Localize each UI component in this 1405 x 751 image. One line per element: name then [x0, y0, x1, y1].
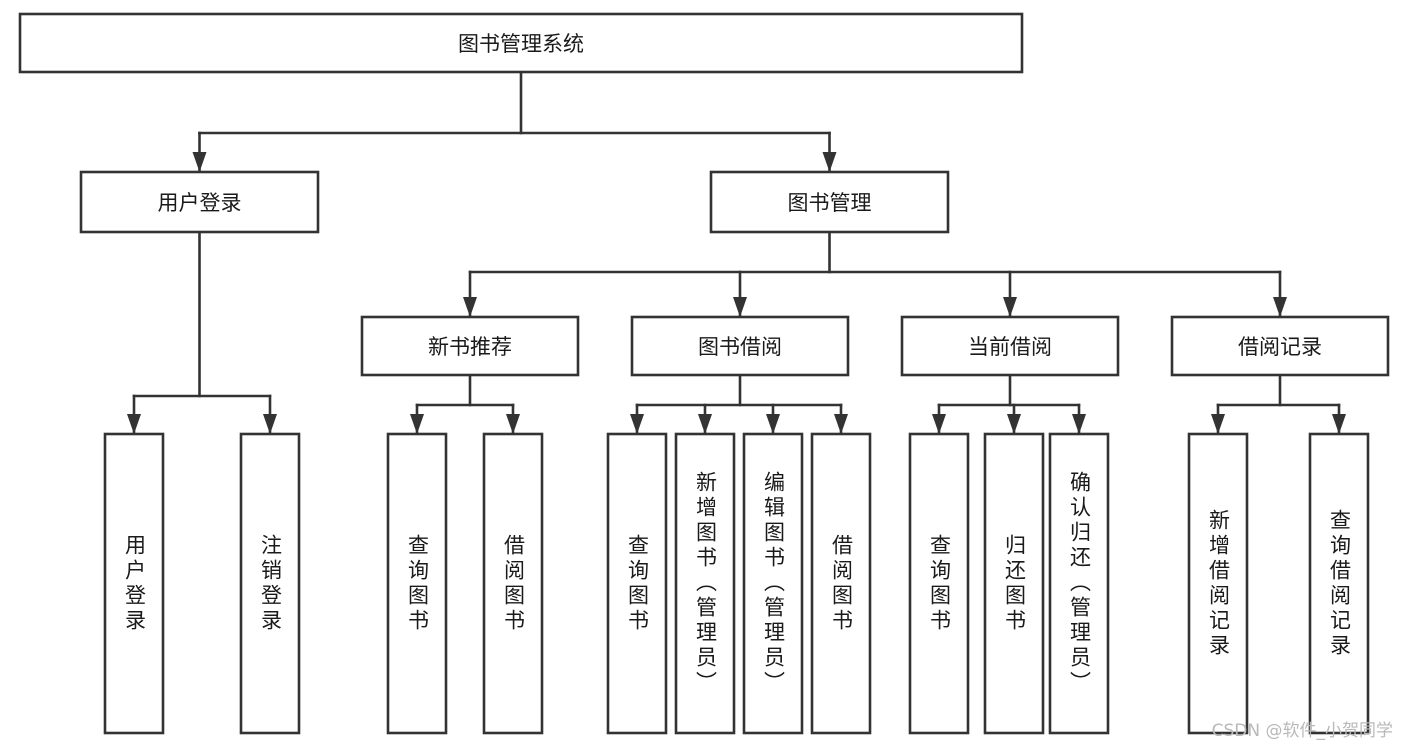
arrow-head-icon: [1332, 414, 1346, 434]
node-box-leaf-edit-book[interactable]: [742, 432, 804, 735]
node-text: 查询图书: [405, 533, 430, 634]
node-box-leaf-add-book[interactable]: [674, 432, 736, 735]
node-text: 确认归还（管理员）: [1067, 471, 1092, 696]
node-text: 查询借阅记录: [1327, 508, 1352, 659]
node-text: 用户登录: [122, 533, 147, 634]
arrow-head-icon: [932, 414, 946, 434]
node-label-book-borrow: 图书借阅: [632, 317, 848, 375]
node-label-leaf-confirm-return: 确认归还（管理员）: [1050, 434, 1108, 733]
boxes-layer: [18, 12, 1390, 735]
node-box-leaf-user-login[interactable]: [103, 432, 165, 735]
node-text: 新增借阅记录: [1206, 508, 1231, 659]
node-box-leaf-return-book[interactable]: [983, 432, 1045, 735]
node-label-leaf-add-book: 新增图书（管理员）: [676, 434, 734, 733]
node-text: 借阅图书: [829, 533, 854, 634]
node-label-leaf-user-logout: 注销登录: [241, 434, 299, 733]
arrow-head-icon: [1273, 297, 1287, 317]
node-text: 新增图书（管理员）: [693, 471, 718, 696]
node-box-current-borrow[interactable]: [900, 315, 1120, 377]
node-box-leaf-borrow-book-1[interactable]: [482, 432, 544, 735]
node-label-new-book-rec: 新书推荐: [362, 317, 578, 375]
node-text: 图书借阅: [698, 335, 782, 359]
arrow-head-icon: [1007, 414, 1021, 434]
node-box-leaf-add-record[interactable]: [1187, 432, 1249, 735]
arrow-head-icon: [263, 414, 277, 434]
connectors-layer: [127, 70, 1346, 435]
arrow-head-icon: [822, 152, 837, 172]
arrow-head-icon: [733, 297, 747, 317]
node-label-leaf-borrow-book-1: 借阅图书: [484, 434, 542, 733]
node-box-leaf-user-logout[interactable]: [239, 432, 301, 735]
arrow-head-icon: [127, 414, 141, 434]
arrow-head-icon: [506, 414, 520, 434]
node-label-leaf-user-login: 用户登录: [105, 434, 163, 733]
node-text: 借阅记录: [1238, 335, 1322, 359]
node-label-leaf-borrow-book-2: 借阅图书: [812, 434, 870, 733]
node-text: 查询图书: [927, 533, 952, 634]
arrow-head-icon: [463, 297, 477, 317]
node-box-new-book-rec[interactable]: [360, 315, 580, 377]
node-box-leaf-query-record[interactable]: [1308, 432, 1370, 735]
arrow-head-icon: [834, 414, 848, 434]
node-box-leaf-query-book-2[interactable]: [606, 432, 668, 735]
node-text: 图书管理系统: [458, 32, 584, 56]
node-text: 借阅图书: [501, 533, 526, 634]
arrow-head-icon: [630, 414, 644, 434]
arrow-head-icon: [1072, 414, 1086, 434]
node-label-leaf-query-record: 查询借阅记录: [1310, 434, 1368, 733]
node-box-book-manage[interactable]: [709, 170, 950, 234]
node-box-root[interactable]: [18, 12, 1024, 74]
arrow-head-icon: [1211, 414, 1225, 434]
node-box-borrow-record[interactable]: [1170, 315, 1390, 377]
node-label-leaf-query-book-1: 查询图书: [388, 434, 446, 733]
node-box-leaf-query-book-3[interactable]: [908, 432, 970, 735]
arrow-head-icon: [192, 152, 207, 172]
node-label-leaf-return-book: 归还图书: [985, 434, 1043, 733]
node-box-leaf-query-book-1[interactable]: [386, 432, 448, 735]
node-box-user-login[interactable]: [79, 170, 320, 234]
node-text: 归还图书: [1002, 533, 1027, 634]
node-label-root: 图书管理系统: [20, 14, 1022, 72]
node-text: 新书推荐: [428, 335, 512, 359]
node-label-leaf-edit-book: 编辑图书（管理员）: [744, 434, 802, 733]
arrow-head-icon: [698, 414, 712, 434]
node-label-book-manage: 图书管理: [711, 172, 948, 232]
node-text: 注销登录: [258, 533, 283, 634]
arrow-head-icon: [410, 414, 424, 434]
node-text: 查询图书: [625, 533, 650, 634]
node-label-current-borrow: 当前借阅: [902, 317, 1118, 375]
node-label-leaf-query-book-2: 查询图书: [608, 434, 666, 733]
node-text: 当前借阅: [968, 335, 1052, 359]
arrow-head-icon: [766, 414, 780, 434]
node-label-leaf-add-record: 新增借阅记录: [1189, 434, 1247, 733]
node-box-book-borrow[interactable]: [630, 315, 850, 377]
node-text: 图书管理: [787, 191, 872, 215]
node-box-leaf-confirm-return[interactable]: [1048, 432, 1110, 735]
node-text: 编辑图书（管理员）: [761, 471, 786, 696]
node-text: 用户登录: [157, 191, 242, 215]
node-box-leaf-borrow-book-2[interactable]: [810, 432, 872, 735]
node-label-user-login: 用户登录: [81, 172, 318, 232]
node-label-leaf-query-book-3: 查询图书: [910, 434, 968, 733]
node-label-borrow-record: 借阅记录: [1172, 317, 1388, 375]
arrow-head-icon: [1003, 297, 1017, 317]
